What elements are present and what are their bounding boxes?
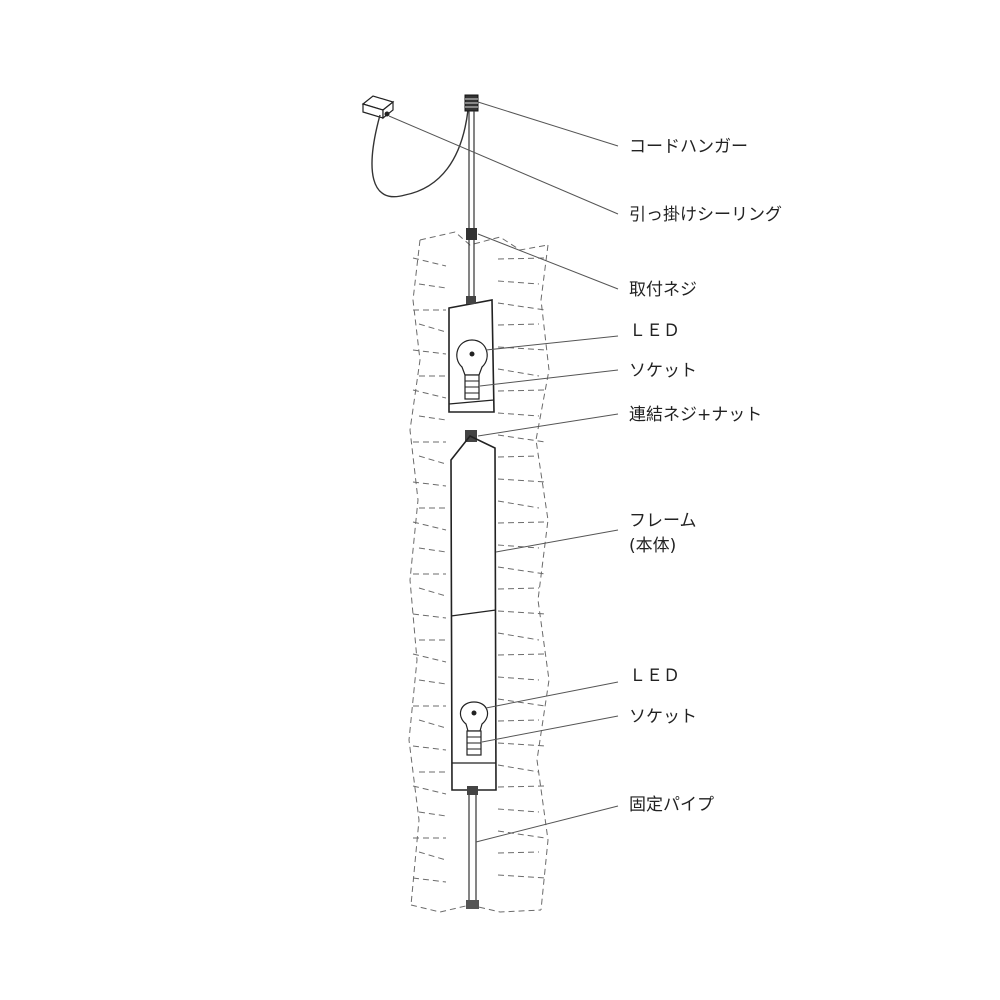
shade-ribs	[412, 257, 546, 883]
part-labels: コードハンガー 引っ掛けシーリング 取付ネジ ＬＥＤ ソケット 連結ネジ+ナット…	[629, 137, 782, 815]
frame-upper-shelf	[448, 399, 495, 405]
frame-top-nut	[466, 296, 476, 304]
mount-screw	[466, 228, 477, 240]
label-ceiling: 引っ掛けシーリング	[629, 205, 782, 225]
shade-rib	[413, 566, 546, 575]
leader-led-top	[485, 335, 619, 351]
shade-rib	[412, 742, 546, 751]
shade-rib	[412, 257, 546, 267]
shade-rib	[418, 544, 540, 553]
shade-top-edge	[419, 231, 549, 251]
label-led-top: ＬＥＤ	[629, 321, 680, 341]
shade-rib	[418, 808, 540, 817]
shade-rib	[418, 676, 540, 685]
led-bulb-lower	[459, 701, 489, 732]
shade-rib	[418, 455, 540, 465]
socket-upper	[464, 374, 480, 400]
label-socket-bottom: ソケット	[629, 707, 697, 727]
shade-rib	[413, 434, 546, 443]
shade-rib	[418, 719, 540, 729]
shade-rib	[418, 280, 540, 289]
shade-rib	[418, 587, 540, 597]
shade-rib	[412, 389, 546, 399]
leader-socket-top	[479, 369, 619, 387]
label-pipe: 固定パイプ	[629, 795, 714, 815]
leader-cord-hanger	[477, 101, 619, 147]
shade-rib	[419, 500, 540, 509]
shade-rib	[413, 302, 546, 311]
label-cord-hanger: コードハンガー	[629, 137, 748, 157]
label-socket-top: ソケット	[629, 361, 697, 381]
shade-right-edge	[535, 244, 550, 911]
leader-socket-bottom	[481, 715, 619, 743]
shade-rib	[413, 698, 546, 707]
label-mount-screw: 取付ネジ	[629, 280, 697, 300]
cord-hanger	[464, 94, 479, 112]
shade-rib	[419, 368, 540, 377]
ceiling-rose-plug	[384, 111, 390, 117]
fixing-pipe-top-cap	[467, 786, 478, 795]
leader-pipe	[475, 805, 619, 843]
leader-coupling	[477, 413, 619, 437]
power-cord	[371, 109, 469, 198]
shade-rib	[413, 830, 546, 839]
leader-led-bottom	[485, 681, 619, 709]
leader-mount-screw	[477, 233, 619, 290]
frame-body	[450, 435, 497, 791]
leader-frame	[495, 529, 619, 553]
shade-rib	[412, 874, 546, 883]
shade-rib	[412, 785, 546, 795]
leader-lines	[388, 101, 619, 843]
fixing-pipe-end-cap	[466, 900, 479, 909]
shade-rib	[419, 764, 540, 773]
paper-shade	[408, 231, 550, 913]
leader-ceiling	[388, 115, 619, 215]
shade-left-edge	[408, 239, 421, 906]
shade-rib	[412, 653, 546, 663]
label-frame: フレーム	[629, 511, 697, 531]
frame-crossbar	[450, 609, 497, 617]
label-led-bottom: ＬＥＤ	[629, 666, 680, 686]
frame-upper	[448, 299, 495, 413]
label-frame-sub: (本体)	[629, 536, 676, 556]
ceiling-rose	[361, 95, 395, 120]
led-bulb-upper	[456, 339, 488, 376]
label-coupling: 連結ネジ+ナット	[629, 405, 762, 425]
shade-rib	[412, 610, 546, 619]
socket-lower	[466, 730, 482, 756]
shade-rib	[412, 521, 546, 531]
shade-rib	[412, 346, 546, 355]
shade-rib	[412, 478, 546, 487]
shade-rib	[418, 412, 540, 421]
shade-rib	[419, 632, 540, 641]
shade-rib	[418, 851, 540, 861]
shade-rib	[418, 323, 540, 333]
